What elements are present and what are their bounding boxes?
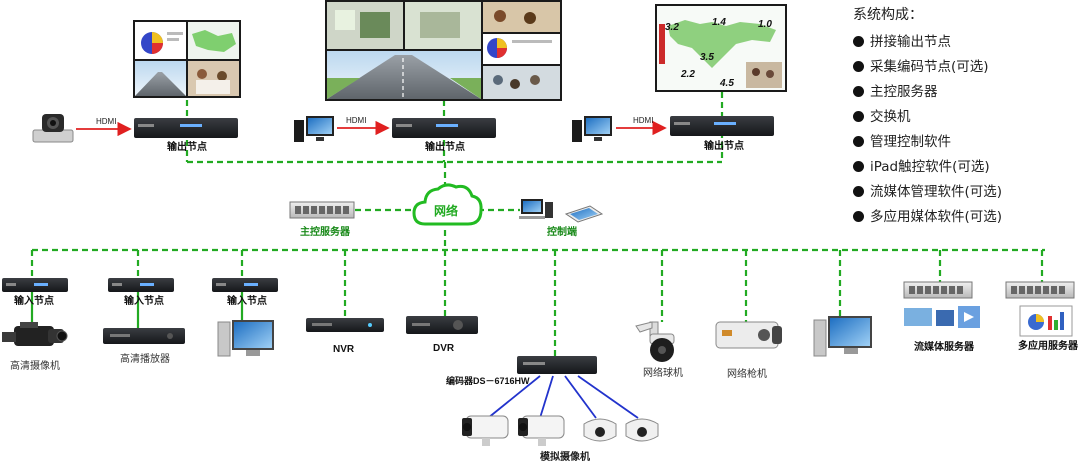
network-cloud-label: 网络 <box>434 203 458 218</box>
map-label-5: 2.2 <box>680 69 695 80</box>
dome-camera-icon <box>583 418 617 442</box>
bullet-camera-icon <box>715 321 782 349</box>
pc-icon <box>572 116 612 142</box>
system-components-legend: 系统构成： 拼接输出节点 采集编码节点(可选) 主控服务器 交换机 管理控制软件… <box>853 4 1073 230</box>
bullet-dot-icon <box>853 36 864 47</box>
network-links <box>30 92 1045 356</box>
legend-item-text: 多应用媒体软件(可选) <box>870 209 1003 225</box>
dome-camera-label: 网络球机 <box>643 366 683 379</box>
hdmi-label: HDMI <box>633 116 653 125</box>
analog-camera-label: 模拟摄像机 <box>540 450 590 463</box>
map-label-4: 3.5 <box>700 52 714 63</box>
bullet-camera-label: 网络枪机 <box>727 367 767 380</box>
network-cloud-icon <box>412 183 483 226</box>
bullet-dot-icon <box>853 111 864 122</box>
legend-title: 系统构成： <box>853 7 923 23</box>
legend-item: 交换机 <box>853 105 1073 130</box>
legend-item: 流媒体管理软件(可选) <box>853 180 1073 205</box>
map-label-6: 4.5 <box>719 78 734 89</box>
multi-app-server-icon <box>1005 281 1075 337</box>
hd-player-label: 高清播放器 <box>120 352 170 365</box>
main-server-label: 主控服务器 <box>300 225 351 238</box>
hdmi-label: HDMI <box>346 116 366 125</box>
pc-icon <box>217 320 274 357</box>
output-node-label: 输出节点 <box>167 140 207 153</box>
map-label-2: 1.4 <box>712 17 726 28</box>
camcorder-icon <box>2 322 68 346</box>
analog-links <box>487 375 639 419</box>
legend-item: 管理控制软件 <box>853 130 1073 155</box>
control-terminal-icon <box>519 199 604 223</box>
legend-item-text: iPad触控软件(可选) <box>870 159 990 175</box>
encoder-label: 编码器DS－6716HW <box>446 375 530 386</box>
input-node-label: 输入节点 <box>124 294 164 307</box>
output-node-label: 输出节点 <box>425 140 465 153</box>
pc-icon <box>294 116 334 142</box>
input-node-box <box>212 278 278 292</box>
pc-icon <box>813 316 872 357</box>
nvr-icon <box>306 318 384 332</box>
multi-app-server-label: 多应用服务器 <box>1018 339 1079 352</box>
bullet-dot-icon <box>853 211 864 222</box>
control-terminal-label: 控制端 <box>547 225 577 238</box>
ptz-dome-icon <box>635 321 675 362</box>
legend-item: iPad触控软件(可选) <box>853 155 1073 180</box>
bullet-dot-icon <box>853 86 864 97</box>
ptz-camera-icon <box>32 114 74 143</box>
dvr-label: DVR <box>433 343 455 354</box>
bullet-dot-icon <box>853 186 864 197</box>
legend-item-text: 拼接输出节点 <box>870 34 951 50</box>
dome-camera-icon <box>625 418 659 442</box>
legend-item-text: 主控服务器 <box>870 84 938 100</box>
bullet-camera-icon <box>518 415 565 446</box>
legend-item: 拼接输出节点 <box>853 30 1073 55</box>
nvr-label: NVR <box>333 344 355 355</box>
video-wall-center <box>325 0 562 101</box>
stream-server-label: 流媒体服务器 <box>914 340 975 353</box>
input-node-label: 输入节点 <box>14 294 54 307</box>
encoder-icon <box>517 356 597 374</box>
hd-camera-label: 高清摄像机 <box>10 359 60 372</box>
bullet-dot-icon <box>853 161 864 172</box>
output-node-box <box>670 116 774 136</box>
legend-item-text: 流媒体管理软件(可选) <box>870 184 1003 200</box>
legend-item-text: 交换机 <box>870 109 911 125</box>
stream-server-icon <box>903 281 980 328</box>
hdmi-links <box>76 120 667 137</box>
legend-item-text: 管理控制软件 <box>870 134 951 150</box>
output-node-box <box>392 118 496 138</box>
output-node-box <box>134 118 238 138</box>
output-node-label: 输出节点 <box>704 139 744 152</box>
media-player-icon <box>103 328 185 344</box>
bullet-dot-icon <box>853 136 864 147</box>
input-node-box <box>108 278 174 292</box>
legend-item: 多应用媒体软件(可选) <box>853 205 1073 230</box>
legend-item: 采集编码节点(可选) <box>853 55 1073 80</box>
dvr-icon <box>406 316 478 334</box>
legend-item: 主控服务器 <box>853 80 1073 105</box>
video-wall-left <box>133 20 241 98</box>
bullet-dot-icon <box>853 61 864 72</box>
input-node-label: 输入节点 <box>227 294 267 307</box>
video-wall-right <box>655 4 787 92</box>
map-label-3: 1.0 <box>758 19 772 30</box>
map-label-1: 3.2 <box>665 22 679 33</box>
rack-server-icon <box>289 201 355 219</box>
hdmi-label: HDMI <box>96 117 116 126</box>
legend-item-text: 采集编码节点(可选) <box>870 59 989 75</box>
input-node-box <box>2 278 68 292</box>
bullet-camera-icon <box>462 415 509 446</box>
